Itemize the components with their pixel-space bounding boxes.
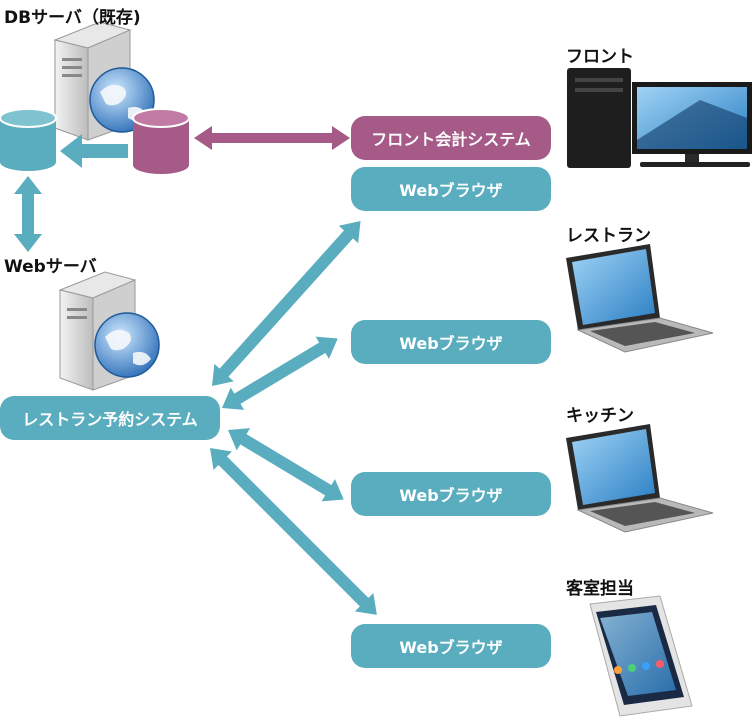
restaurant-label: レストラン bbox=[566, 226, 651, 246]
desktop-pc-icon bbox=[567, 68, 752, 168]
web-browser-box: Webブラウザ bbox=[351, 320, 551, 364]
web-browser-box: Webブラウザ bbox=[351, 624, 551, 668]
arrow-to-browser-2 bbox=[222, 336, 338, 410]
db-front-arrow bbox=[194, 126, 350, 150]
arrow-to-browser-3 bbox=[228, 428, 344, 502]
database-icon-new bbox=[132, 108, 190, 174]
arrow-to-browser-4 bbox=[210, 448, 377, 615]
database-icon bbox=[0, 108, 57, 171]
laptop-icon-restaurant bbox=[566, 244, 714, 353]
sync-arrow bbox=[60, 134, 128, 168]
globe-icon bbox=[94, 312, 160, 378]
web-server-label: Webサーバ bbox=[4, 257, 97, 277]
guest-room-label: 客室担当 bbox=[566, 579, 634, 599]
front-label: フロント bbox=[566, 47, 634, 67]
db-web-arrow bbox=[14, 176, 42, 252]
smartphone-icon bbox=[589, 595, 693, 717]
restaurant-booking-system: レストラン予約システム bbox=[0, 396, 220, 440]
arrow-to-browser-1 bbox=[212, 221, 361, 386]
laptop-icon-kitchen bbox=[566, 424, 714, 533]
connector-arrows bbox=[210, 221, 377, 615]
front-accounting-system: フロント会計システム bbox=[351, 116, 551, 160]
kitchen-label: キッチン bbox=[566, 406, 634, 426]
db-server-label: DBサーバ（既存) bbox=[4, 8, 141, 28]
web-browser-box: Webブラウザ bbox=[351, 167, 551, 211]
web-browser-box: Webブラウザ bbox=[351, 472, 551, 516]
